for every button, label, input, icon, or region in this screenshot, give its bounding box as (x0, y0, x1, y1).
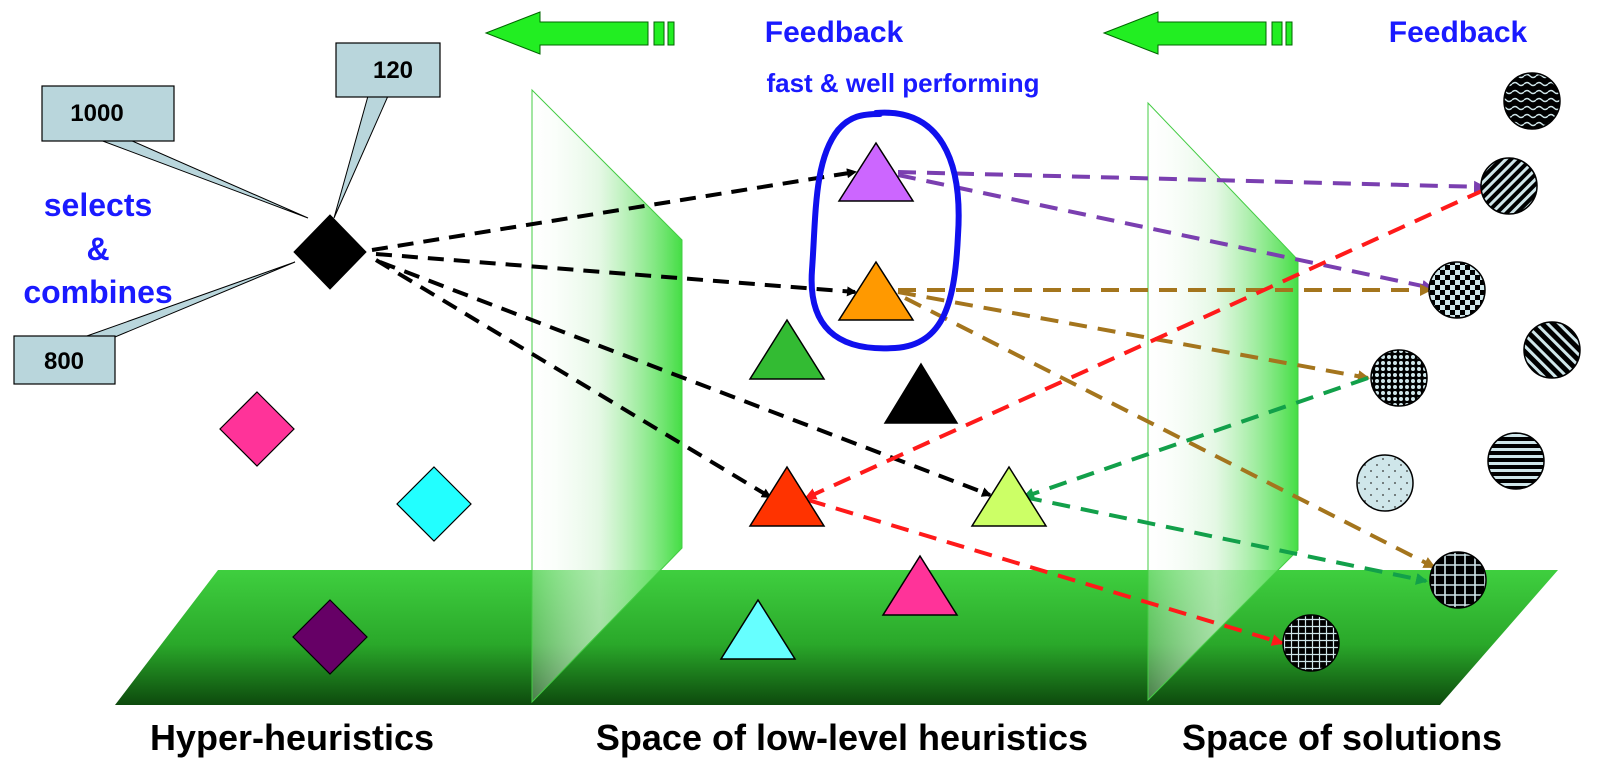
cyan-diamond (396, 466, 472, 542)
wave-pattern-circle (1503, 72, 1561, 130)
orange-triangle (837, 260, 915, 321)
callout-800-text: 800 (44, 348, 84, 375)
low-level-heuristics-title: Space of low-level heuristics (596, 717, 1088, 758)
reverse-diagonal-circle (1523, 321, 1581, 379)
callout-800: 800 (13, 261, 296, 385)
feedback-label-right: Feedback (1389, 16, 1528, 49)
selection-arrows (371, 168, 992, 499)
violet-triangle (837, 141, 915, 202)
black-diamond (293, 214, 367, 290)
performing-label: fast & well performing (766, 68, 1039, 98)
feedback-arrow-right (1102, 11, 1293, 55)
grid-pattern-circle (1429, 551, 1487, 609)
panel-low-level (531, 88, 683, 704)
green-triangle (748, 318, 826, 380)
diagonal-pattern-circle (1480, 157, 1538, 215)
red-triangle (748, 465, 826, 527)
feedback-arrow-left (484, 11, 675, 55)
pink-diamond (219, 391, 295, 467)
panel-solutions (1147, 101, 1299, 702)
lime-triangle (970, 465, 1048, 527)
callout-1000-text: 1000 (70, 100, 123, 127)
pink-triangle (881, 554, 959, 616)
solutions-title: Space of solutions (1182, 717, 1502, 758)
mapping-arrows (804, 170, 1486, 646)
callout-120-text: 120 (373, 57, 413, 84)
selects-label: selects (44, 187, 153, 223)
feedback-label-left: Feedback (765, 16, 904, 49)
cyan-triangle (719, 598, 797, 660)
hyper-heuristics-title: Hyper-heuristics (150, 717, 434, 758)
highlight-ellipse (808, 109, 962, 352)
combines-label: combines (23, 274, 172, 310)
ampersand-label: & (86, 231, 109, 267)
callout-120: 120 (333, 42, 441, 219)
black-triangle (883, 362, 959, 424)
horizontal-stripe-circle (1487, 432, 1545, 490)
sparse-dot-circle (1356, 454, 1414, 512)
purple-diamond (292, 599, 368, 675)
fine-grid-circle (1282, 614, 1340, 672)
checker-pattern-circle (1428, 261, 1486, 319)
dotted-pattern-circle (1370, 349, 1428, 407)
callout-1000: 1000 (41, 85, 309, 219)
